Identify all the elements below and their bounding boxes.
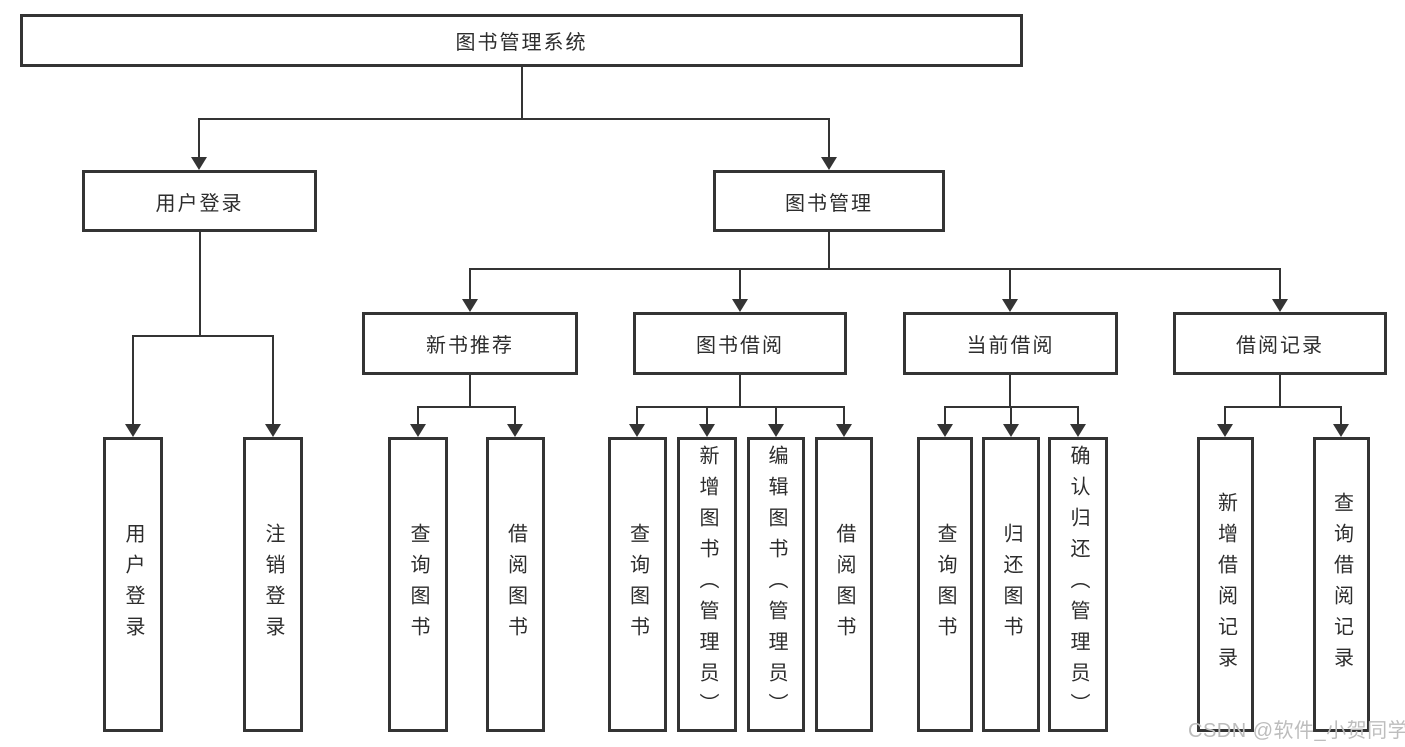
node-borrowing-records-label: 借阅记录 — [1236, 335, 1324, 357]
connector-book-borrow-bar — [636, 406, 844, 408]
leaf-query-books-current: 查询图书 — [917, 437, 973, 732]
leaf-query-books-borrow: 查询图书 — [608, 437, 667, 732]
arrow-down-icon — [410, 424, 426, 437]
connector-new-book-bar — [417, 406, 516, 408]
leaf-confirm-return-admin: 确认归还（管理员） — [1048, 437, 1108, 732]
connector-drop-book-borrow — [739, 268, 741, 299]
connector-root-stem — [521, 67, 523, 120]
leaf-user-login: 用户登录 — [103, 437, 163, 732]
connector-drop-leaf — [1340, 406, 1342, 424]
leaf-logout-label: 注销登录 — [262, 522, 284, 647]
connector-drop-leaf — [706, 406, 708, 424]
arrow-down-icon — [1217, 424, 1233, 437]
connector-drop-leaf — [843, 406, 845, 424]
node-user-login: 用户登录 — [82, 170, 317, 232]
arrow-down-icon — [507, 424, 523, 437]
leaf-borrow-books-recommend-label: 借阅图书 — [504, 522, 527, 647]
leaf-add-borrow-record: 新增借阅记录 — [1197, 437, 1254, 732]
connector-drop-leaf — [636, 406, 638, 424]
connector-user-login-bar — [132, 335, 274, 337]
arrow-down-icon — [836, 424, 852, 437]
node-book-borrowing: 图书借阅 — [633, 312, 847, 375]
leaf-borrow-books-label: 借阅图书 — [833, 522, 855, 647]
node-library-management-system-label: 图书管理系统 — [455, 32, 588, 54]
leaf-user-login-label: 用户登录 — [122, 522, 144, 647]
leaf-return-books: 归还图书 — [982, 437, 1040, 732]
connector-drop-book-management — [828, 118, 830, 157]
leaf-return-books-label: 归还图书 — [1000, 522, 1022, 647]
node-new-book-recommendation: 新书推荐 — [362, 312, 578, 375]
node-borrowing-records: 借阅记录 — [1173, 312, 1387, 375]
node-current-borrowing-label: 当前借阅 — [966, 335, 1055, 357]
connector-drop-leaf — [944, 406, 946, 424]
leaf-confirm-return-admin-label: 确认归还（管理员） — [1067, 445, 1089, 724]
arrow-down-icon — [768, 424, 784, 437]
arrow-down-icon — [1272, 299, 1288, 312]
arrow-down-icon — [732, 299, 748, 312]
leaf-edit-book-admin-label: 编辑图书（管理员） — [765, 445, 787, 724]
connector-book-borrow-stem — [739, 375, 741, 406]
arrow-down-icon — [191, 157, 207, 170]
arrow-down-icon — [1333, 424, 1349, 437]
connector-drop-leaf — [514, 406, 516, 424]
connector-book-management-stem — [828, 232, 830, 270]
leaf-query-books-current-label: 查询图书 — [934, 522, 956, 647]
arrow-down-icon — [1070, 424, 1086, 437]
connector-new-book-stem — [469, 375, 471, 406]
connector-borrow-records-bar — [1224, 406, 1342, 408]
node-book-management: 图书管理 — [713, 170, 945, 232]
connector-drop-leaf — [1224, 406, 1226, 424]
leaf-query-books-recommend: 查询图书 — [388, 437, 448, 732]
connector-drop-leaf — [132, 335, 134, 424]
arrow-down-icon — [699, 424, 715, 437]
connector-drop-new-book — [469, 268, 471, 299]
arrow-down-icon — [821, 157, 837, 170]
node-library-management-system: 图书管理系统 — [20, 14, 1023, 67]
leaf-logout: 注销登录 — [243, 437, 303, 732]
arrow-down-icon — [937, 424, 953, 437]
node-book-management-label: 图书管理 — [785, 192, 873, 215]
connector-drop-user-login — [198, 118, 200, 157]
arrow-down-icon — [462, 299, 478, 312]
leaf-add-book-admin: 新增图书（管理员） — [677, 437, 737, 732]
leaf-query-books-borrow-label: 查询图书 — [626, 522, 649, 647]
connector-drop-leaf — [775, 406, 777, 424]
connector-borrow-records-stem — [1279, 375, 1281, 406]
node-user-login-label: 用户登录 — [155, 192, 244, 215]
arrow-down-icon — [125, 424, 141, 437]
arrow-down-icon — [1002, 299, 1018, 312]
connector-drop-current-borrow — [1009, 268, 1011, 299]
connector-drop-leaf — [272, 335, 274, 424]
connector-drop-borrow-records — [1279, 268, 1281, 299]
arrow-down-icon — [1003, 424, 1019, 437]
node-book-borrowing-label: 图书借阅 — [696, 335, 784, 357]
leaf-add-borrow-record-label: 新增借阅记录 — [1214, 491, 1237, 678]
connector-current-borrow-stem — [1009, 375, 1011, 406]
leaf-query-borrow-record-label: 查询借阅记录 — [1330, 491, 1353, 678]
node-current-borrowing: 当前借阅 — [903, 312, 1118, 375]
leaf-query-books-recommend-label: 查询图书 — [407, 522, 429, 647]
leaf-borrow-books-recommend: 借阅图书 — [486, 437, 545, 732]
leaf-borrow-books: 借阅图书 — [815, 437, 873, 732]
arrow-down-icon — [629, 424, 645, 437]
arrow-down-icon — [265, 424, 281, 437]
node-new-book-recommendation-label: 新书推荐 — [426, 335, 514, 357]
connector-drop-leaf — [1010, 406, 1012, 424]
leaf-add-book-admin-label: 新增图书（管理员） — [696, 445, 718, 724]
leaf-query-borrow-record: 查询借阅记录 — [1313, 437, 1370, 732]
watermark-csdn: CSDN @软件_小贺同学 — [1188, 720, 1405, 742]
connector-user-login-stem — [199, 232, 201, 335]
connector-drop-leaf — [417, 406, 419, 424]
connector-book-management-bar — [469, 268, 1281, 270]
connector-drop-leaf — [1077, 406, 1079, 424]
leaf-edit-book-admin: 编辑图书（管理员） — [747, 437, 805, 732]
connector-root-bar — [198, 118, 830, 120]
